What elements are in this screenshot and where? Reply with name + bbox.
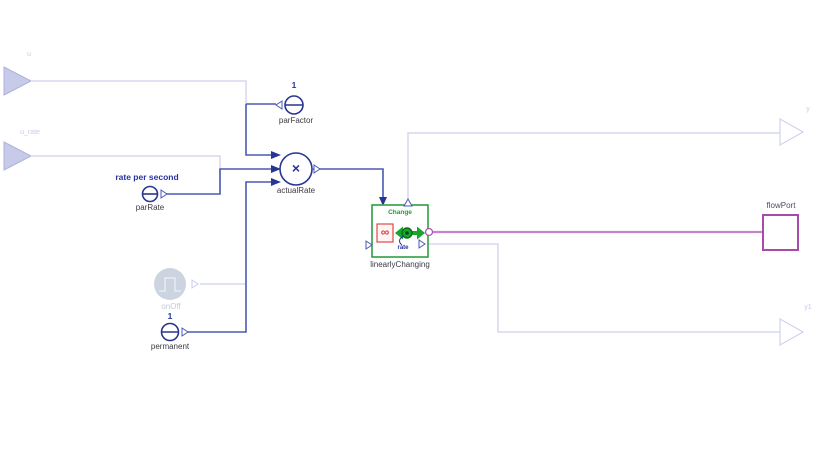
infinity-box — [376, 223, 394, 243]
block-left-input-connector[interactable] — [365, 240, 373, 250]
actualrate-label: actualRate — [276, 186, 316, 195]
permanent-label: permanent — [150, 342, 190, 351]
wire-permanent-to-mult3[interactable] — [186, 181, 271, 333]
u-rate-label: u_rate — [20, 129, 40, 136]
onoff-label: onOff — [161, 302, 181, 311]
component-actualrate[interactable] — [279, 152, 321, 186]
infinity-icon: ∞ — [380, 225, 390, 239]
parrate-value-text: rate per second — [115, 172, 179, 182]
linearlychanging-label: linearlyChanging — [370, 260, 430, 269]
permanent-value: 1 — [167, 311, 173, 321]
parrate-connector[interactable] — [160, 189, 168, 199]
rate-pointer-arrow — [399, 235, 405, 246]
parfactor-value: 1 — [291, 80, 297, 90]
block-rate-label: rate — [397, 245, 409, 251]
pulse-icon — [159, 277, 181, 292]
output-port-y1[interactable] — [779, 317, 805, 347]
change-arrow-left — [395, 226, 403, 240]
wire-block-to-y1[interactable] — [425, 243, 780, 333]
permanent-connector[interactable] — [181, 327, 189, 337]
input-port-u-rate[interactable] — [3, 141, 33, 171]
wire-parrate-to-mult2[interactable] — [164, 168, 271, 195]
block-right-output-connector[interactable] — [418, 239, 426, 249]
parfactor-label: parFactor — [278, 116, 314, 125]
multiply-icon: × — [291, 160, 301, 176]
block-title: Change — [388, 209, 412, 216]
onoff-output-connector[interactable] — [191, 279, 199, 289]
input-port-u[interactable] — [3, 66, 33, 96]
u-label: u — [27, 51, 31, 58]
component-onoff[interactable] — [154, 268, 199, 300]
port-flowport[interactable] — [762, 214, 799, 251]
component-parfactor[interactable] — [275, 95, 304, 115]
change-arrow-right — [417, 226, 425, 240]
wire-block-to-y[interactable] — [407, 132, 780, 199]
actualrate-output-connector[interactable] — [313, 164, 321, 174]
wire-u-to-junction[interactable] — [32, 80, 247, 104]
block-top-output-connector[interactable] — [403, 197, 413, 207]
parfactor-connector[interactable] — [275, 100, 283, 110]
change-knob-dot — [405, 231, 409, 235]
wire-junction-to-mult1[interactable] — [245, 104, 271, 156]
wire-arrowheads — [271, 151, 387, 206]
wire-mult-to-block[interactable] — [313, 168, 384, 198]
y1-label: y1 — [804, 304, 812, 311]
flowport-label: flowPort — [766, 201, 796, 210]
parrate-label: parRate — [135, 203, 165, 212]
y-label: y — [806, 106, 810, 113]
output-port-y[interactable] — [779, 117, 805, 147]
component-linearlychanging[interactable] — [365, 197, 434, 258]
component-permanent[interactable] — [160, 322, 189, 342]
component-parrate[interactable] — [141, 185, 168, 203]
block-flowport-connector[interactable] — [424, 227, 434, 237]
